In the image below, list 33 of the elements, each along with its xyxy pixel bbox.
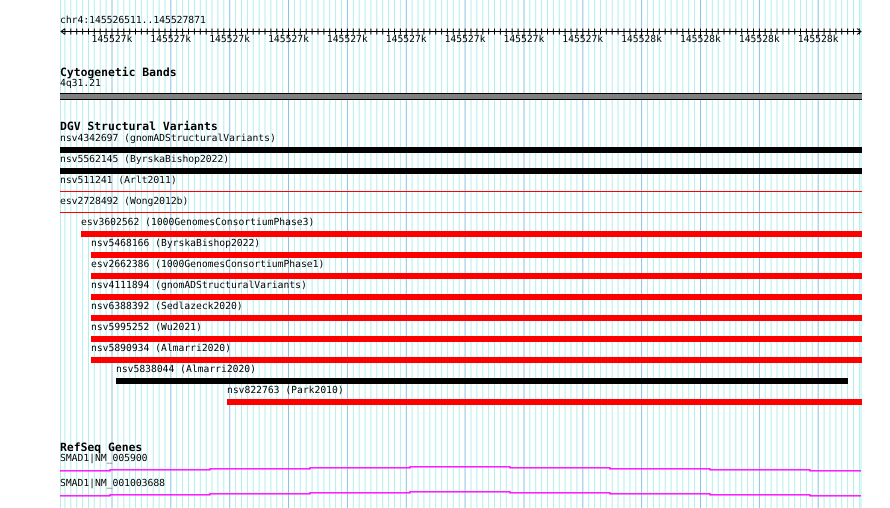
tick-label: 145527k (92, 34, 132, 46)
variant-label: nsv6388392 (Sedlazeck2020) (91, 301, 243, 313)
tick-label: 145528k (798, 34, 839, 46)
tick-label: 145527k (150, 34, 192, 46)
variant-label: nsv5562145 (ByrskaBishop2022) (60, 154, 230, 166)
tick-label: 145527k (504, 34, 544, 46)
tick-label: 145528k (680, 34, 721, 46)
tick-label: 145528k (738, 34, 780, 46)
variant-label: nsv5838044 (Almarri2020) (116, 364, 256, 376)
variant-label: esv2728492 (Wong2012b) (60, 196, 188, 208)
variant-label: nsv5995252 (Wu2021) (91, 322, 202, 334)
variant-label: nsv822763 (Park2010) (227, 385, 344, 397)
variant-label: nsv4111894 (gnomADStructuralVariants) (91, 280, 307, 292)
variant-label: nsv4342697 (gnomADStructuralVariants) (60, 133, 276, 145)
tick-label: 145528k (621, 34, 662, 46)
tick-label: 145527k (444, 34, 486, 46)
tick-label: 145527k (209, 34, 250, 46)
variant-label: esv3602562 (1000GenomesConsortiumPhase3) (81, 217, 314, 229)
tick-label: 145527k (562, 34, 604, 46)
gene-label: SMAD1|NM_005900 (60, 453, 148, 465)
track-title: RefSeq Genes (60, 441, 142, 454)
location-label: chr4:145526511..145527871 (60, 15, 206, 27)
variant-label: nsv511241 (Arlt2011) (60, 175, 177, 187)
variant-label: nsv5890934 (Almarri2020) (91, 343, 231, 355)
band-label: 4q31.21 (60, 78, 101, 90)
track-title: Cytogenetic Bands (60, 66, 177, 79)
gene-label: SMAD1|NM_001003688 (60, 478, 165, 490)
variant-label: esv2662386 (1000GenomesConsortiumPhase1) (91, 259, 324, 271)
tick-label: 145527k (326, 34, 368, 46)
variant-label: nsv5468166 (ByrskaBishop2022) (91, 238, 260, 250)
tick-label: 145527k (386, 34, 427, 46)
track-title: DGV Structural Variants (60, 120, 218, 133)
tick-label: 145527k (268, 34, 309, 46)
